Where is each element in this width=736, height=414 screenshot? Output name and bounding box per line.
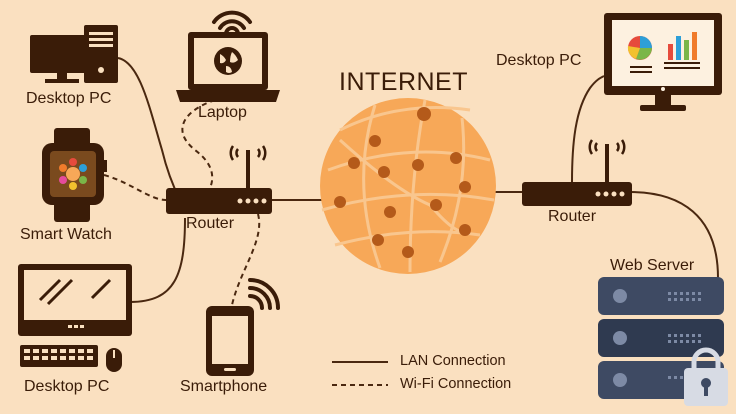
label-router-right: Router	[548, 208, 597, 225]
label-desktop-right: Desktop PC	[496, 52, 582, 69]
wifi-line-smartwatch	[103, 174, 167, 201]
label-laptop: Laptop	[198, 104, 247, 121]
wifi-signal-icon	[248, 278, 280, 310]
lan-line-router-desktop-right	[571, 75, 605, 183]
lan-line-desktop-bottom-left	[129, 217, 186, 303]
wifi-line-laptop	[181, 99, 216, 193]
router-left-icon	[166, 145, 272, 214]
label-desktop-bottom-left: Desktop PC	[24, 378, 110, 395]
label-router-left: Router	[186, 215, 235, 232]
desktop-pc-right-icon	[604, 13, 722, 111]
desktop-pc-bottom-left-icon	[18, 264, 132, 372]
web-server-icon	[598, 277, 728, 406]
router-right-icon	[522, 139, 632, 206]
smart-watch-icon	[42, 128, 107, 222]
wifi-line-smartphone	[231, 213, 261, 306]
label-smart-watch: Smart Watch	[20, 226, 112, 243]
internet-globe-icon	[320, 98, 496, 274]
lan-line-desktop-top-left	[117, 57, 181, 201]
label-web-server: Web Server	[610, 257, 695, 274]
laptop-icon	[176, 10, 280, 102]
label-smartphone: Smartphone	[180, 378, 268, 395]
diagram-title: INTERNET	[339, 68, 468, 96]
desktop-pc-top-left-icon	[30, 25, 118, 83]
wifi-signal-icon	[212, 10, 252, 36]
padlock-icon	[684, 347, 728, 406]
legend-lan-label: LAN Connection	[400, 353, 506, 369]
globe-icon	[214, 47, 242, 75]
legend-wifi-label: Wi-Fi Connection	[400, 376, 512, 392]
label-desktop-top-left: Desktop PC	[26, 90, 112, 107]
lan-line-router-server	[629, 191, 719, 279]
smartphone-icon	[206, 278, 280, 376]
